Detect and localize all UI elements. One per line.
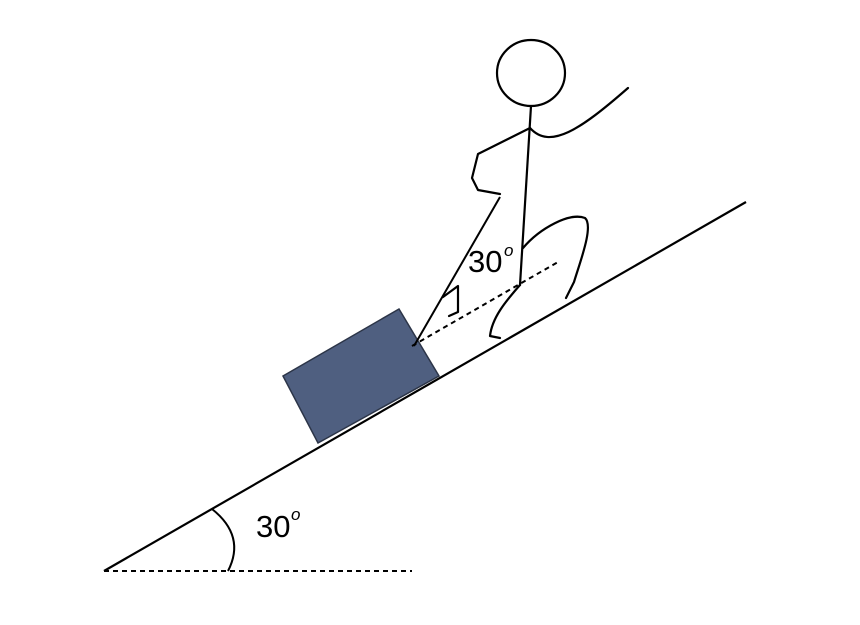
- incline-parallel-reference-line: [411, 261, 559, 347]
- person-back-leg: [488, 283, 522, 340]
- person-front-leg: [521, 215, 590, 300]
- person: [441, 38, 630, 340]
- incline-angle-label: 30 o: [256, 505, 300, 544]
- rope-angle-label: 30 o: [468, 241, 513, 279]
- block: [282, 307, 441, 445]
- person-torso: [518, 104, 533, 287]
- person-back-arm: [470, 126, 532, 196]
- incline-surface: [103, 201, 747, 572]
- rope: [413, 196, 501, 347]
- rope-degree-mark: o: [504, 241, 513, 260]
- person-front-arm: [528, 86, 630, 139]
- person-grip: [441, 284, 460, 318]
- person-head: [495, 38, 567, 108]
- incline-degree-mark: o: [291, 505, 300, 524]
- incline-angle-value: 30: [256, 509, 290, 544]
- incline-angle-arc: [211, 508, 236, 572]
- rope-angle-value: 30: [468, 244, 502, 279]
